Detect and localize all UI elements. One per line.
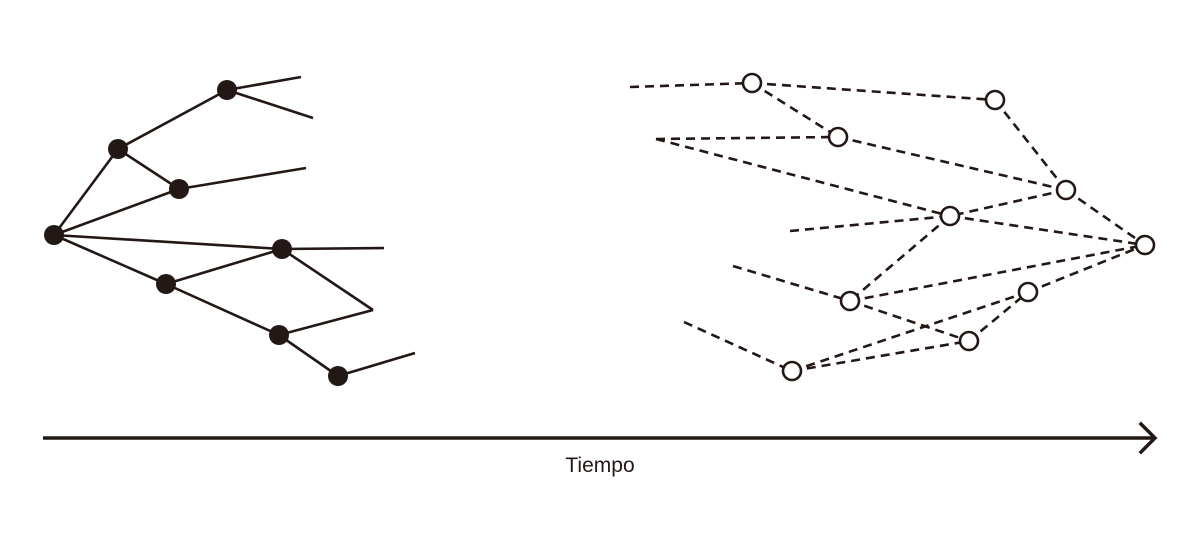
tree-edge bbox=[281, 246, 385, 251]
hollow-node-n1 bbox=[741, 72, 763, 94]
tree-edge bbox=[165, 247, 283, 286]
dashed-edge bbox=[791, 339, 970, 373]
hollow-node-n3 bbox=[827, 126, 849, 148]
time-axis bbox=[43, 421, 1158, 455]
dashed-edge bbox=[849, 243, 1146, 303]
left-tree-nodes bbox=[44, 80, 348, 386]
time-axis-label: Tiempo bbox=[565, 454, 635, 477]
filled-node-a bbox=[108, 139, 128, 159]
tree-edge bbox=[165, 282, 280, 337]
dashed-edge bbox=[791, 290, 1029, 373]
hollow-node-n10 bbox=[781, 360, 803, 382]
tree-edge bbox=[278, 333, 339, 378]
dashed-edge bbox=[1065, 188, 1146, 247]
filled-node-e bbox=[156, 274, 176, 294]
filled-node-d bbox=[272, 239, 292, 259]
tree-edge bbox=[117, 147, 180, 191]
hollow-node-n5 bbox=[939, 205, 961, 227]
filled-node-root bbox=[44, 225, 64, 245]
hollow-node-n9 bbox=[958, 330, 980, 352]
tree-edge bbox=[337, 351, 416, 378]
dashed-edge bbox=[968, 290, 1029, 343]
hollow-node-n7 bbox=[839, 290, 861, 312]
tree-edge bbox=[226, 88, 314, 120]
filled-node-g bbox=[328, 366, 348, 386]
dashed-edge bbox=[849, 215, 951, 302]
tree-edge bbox=[226, 75, 302, 92]
dashed-edge bbox=[789, 214, 951, 233]
tree-edge bbox=[281, 247, 374, 312]
tree-edge bbox=[53, 233, 283, 251]
dashed-edge bbox=[837, 135, 1067, 192]
left-tree-edges bbox=[52, 75, 416, 378]
right-graph-nodes bbox=[741, 72, 1156, 382]
dashed-edge bbox=[849, 299, 970, 343]
axis-label: Tiempo bbox=[0, 454, 1200, 478]
tree-edge bbox=[53, 233, 167, 286]
dashed-edge bbox=[1027, 243, 1146, 294]
hollow-node-n4 bbox=[1055, 179, 1077, 201]
dashed-edge bbox=[655, 137, 951, 218]
filled-node-f bbox=[269, 325, 289, 345]
dashed-edge bbox=[751, 81, 996, 102]
dashed-edge bbox=[949, 214, 1146, 247]
tree-edge bbox=[278, 308, 374, 337]
filled-node-c bbox=[169, 179, 189, 199]
dashed-edge bbox=[949, 188, 1067, 218]
tree-edge bbox=[52, 148, 120, 236]
dashed-edge bbox=[655, 135, 839, 141]
arrow-head-icon bbox=[1138, 421, 1158, 455]
tree-edge bbox=[53, 187, 180, 237]
hollow-node-n2 bbox=[984, 89, 1006, 111]
dashed-edge bbox=[683, 320, 793, 373]
right-graph-edges bbox=[629, 81, 1146, 373]
dashed-edge bbox=[732, 264, 851, 303]
dashed-edge bbox=[629, 81, 753, 89]
tree-edge bbox=[178, 166, 307, 191]
filled-node-b bbox=[217, 80, 237, 100]
tree-edge bbox=[117, 88, 228, 151]
hollow-node-n8 bbox=[1017, 281, 1039, 303]
dashed-edge bbox=[993, 99, 1068, 191]
hollow-node-n6 bbox=[1134, 234, 1156, 256]
dashed-edge bbox=[751, 81, 839, 139]
